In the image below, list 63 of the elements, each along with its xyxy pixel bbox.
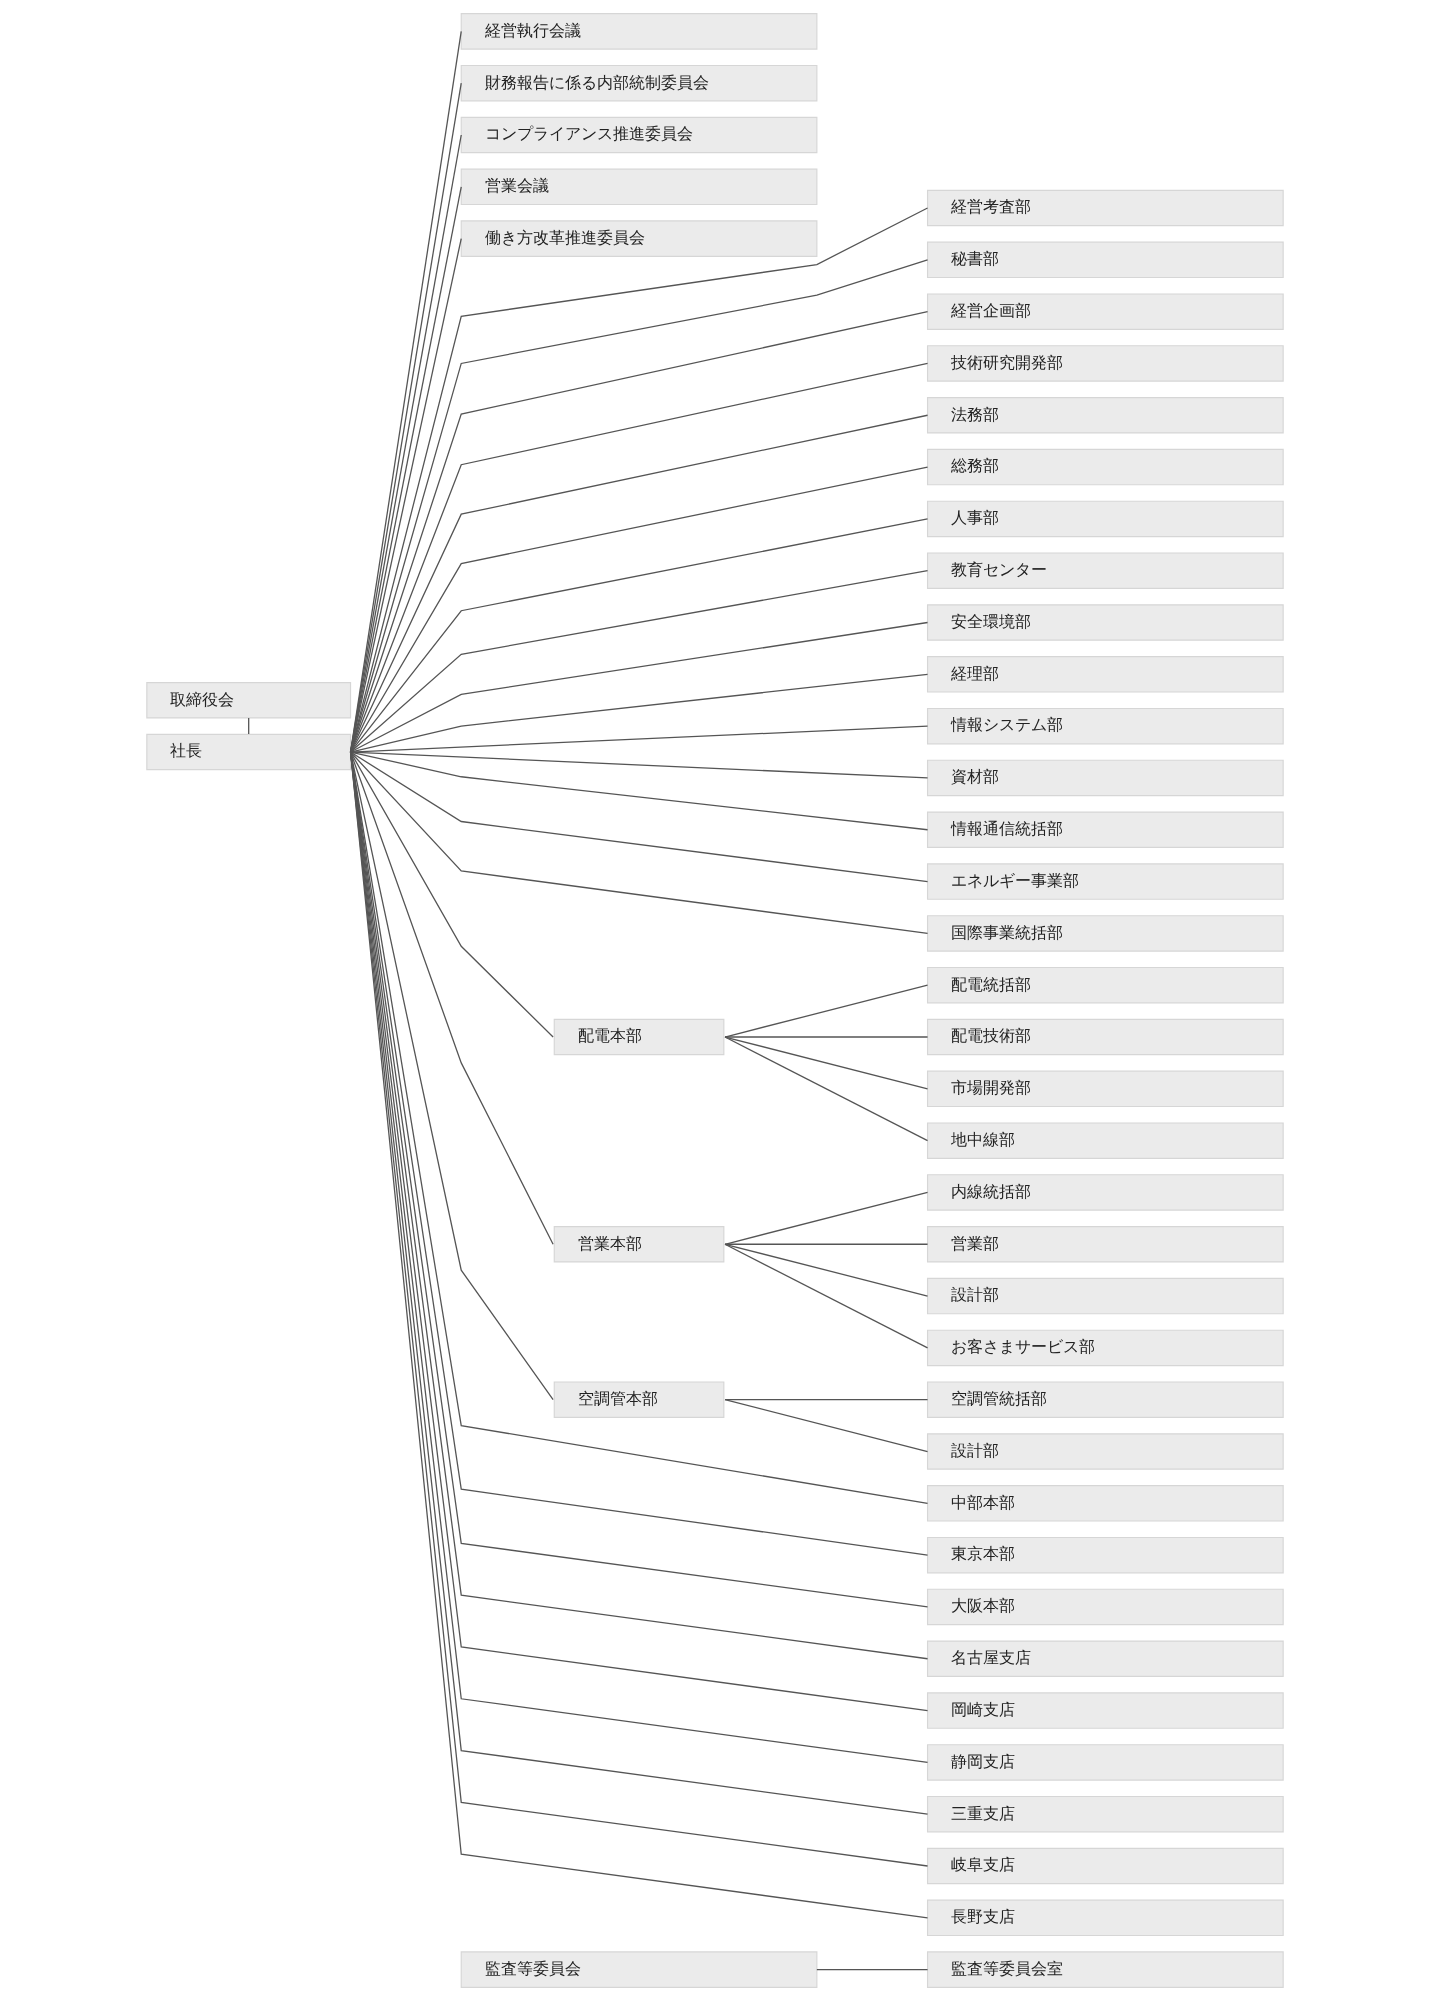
node-box: エネルギー事業部 <box>926 862 1284 900</box>
node-box: 営業本部 <box>553 1225 725 1262</box>
node-box: 技術研究開発部 <box>926 344 1284 382</box>
node-box: 名古屋支店 <box>926 1640 1284 1677</box>
node-box: 岡崎支店 <box>926 1691 1284 1729</box>
connector <box>349 517 929 753</box>
node-box: 社長 <box>146 733 352 770</box>
node-box: 岐阜支店 <box>926 1847 1284 1884</box>
node-box: 大阪本部 <box>926 1588 1284 1625</box>
node-box: 監査等委員会 <box>460 1950 818 1988</box>
node-box: 配電統括部 <box>926 966 1284 1003</box>
connector <box>816 1968 929 1970</box>
node-box: お客さまサービス部 <box>926 1329 1284 1366</box>
node-box: 三重支店 <box>926 1795 1284 1832</box>
node-box: 経営企画部 <box>926 292 1284 330</box>
node-box: 経理部 <box>926 655 1284 693</box>
connector <box>724 1398 929 1400</box>
node-box: 総務部 <box>926 448 1284 485</box>
node-box: 教育センター <box>926 551 1284 589</box>
connector <box>724 1398 929 1452</box>
node-box: 資材部 <box>926 759 1284 796</box>
node-box: 空調管統括部 <box>926 1380 1284 1418</box>
node-box: コンプライアンス推進委員会 <box>460 116 818 153</box>
node-box: 安全環境部 <box>926 603 1284 641</box>
node-box: 営業会議 <box>460 168 818 205</box>
connector <box>349 621 929 753</box>
connector <box>724 1035 929 1089</box>
connector <box>724 1191 929 1245</box>
node-box: 静岡支店 <box>926 1743 1284 1781</box>
node-box: 地中線部 <box>926 1121 1284 1159</box>
node-box: 市場開発部 <box>926 1070 1284 1107</box>
connector <box>349 569 929 753</box>
connector <box>349 750 929 934</box>
node-box: 配電本部 <box>553 1018 725 1055</box>
node-box: 東京本部 <box>926 1536 1284 1573</box>
connector <box>349 673 929 753</box>
connector <box>724 1243 929 1349</box>
node-box: 設計部 <box>926 1277 1284 1314</box>
connector <box>724 1243 929 1297</box>
node-box: 人事部 <box>926 500 1284 537</box>
node-box: 監査等委員会室 <box>926 1950 1284 1988</box>
connector <box>349 750 929 882</box>
node-box: 経営執行会議 <box>460 12 818 50</box>
node-box: 財務報告に係る内部統制委員会 <box>460 64 818 101</box>
node-box: 取締役会 <box>146 681 352 718</box>
node-box: 情報システム部 <box>926 707 1284 744</box>
node-box: 法務部 <box>926 396 1284 433</box>
node-box: 営業部 <box>926 1225 1284 1262</box>
node-box: 働き方改革推進委員会 <box>460 219 818 257</box>
connector <box>724 1035 929 1038</box>
node-box: 国際事業統括部 <box>926 914 1284 952</box>
connector <box>724 984 929 1038</box>
node-box: 中部本部 <box>926 1484 1284 1522</box>
node-box: 配電技術部 <box>926 1018 1284 1055</box>
connector <box>724 1035 929 1141</box>
node-box: 設計部 <box>926 1432 1284 1470</box>
node-box: 秘書部 <box>926 241 1284 278</box>
node-box: 経営考査部 <box>926 189 1284 226</box>
connector <box>349 465 929 753</box>
node-box: 内線統括部 <box>926 1173 1284 1211</box>
node-box: 長野支店 <box>926 1899 1284 1936</box>
node-box: 情報通信統括部 <box>926 811 1284 848</box>
node-box: 空調管本部 <box>553 1380 725 1418</box>
